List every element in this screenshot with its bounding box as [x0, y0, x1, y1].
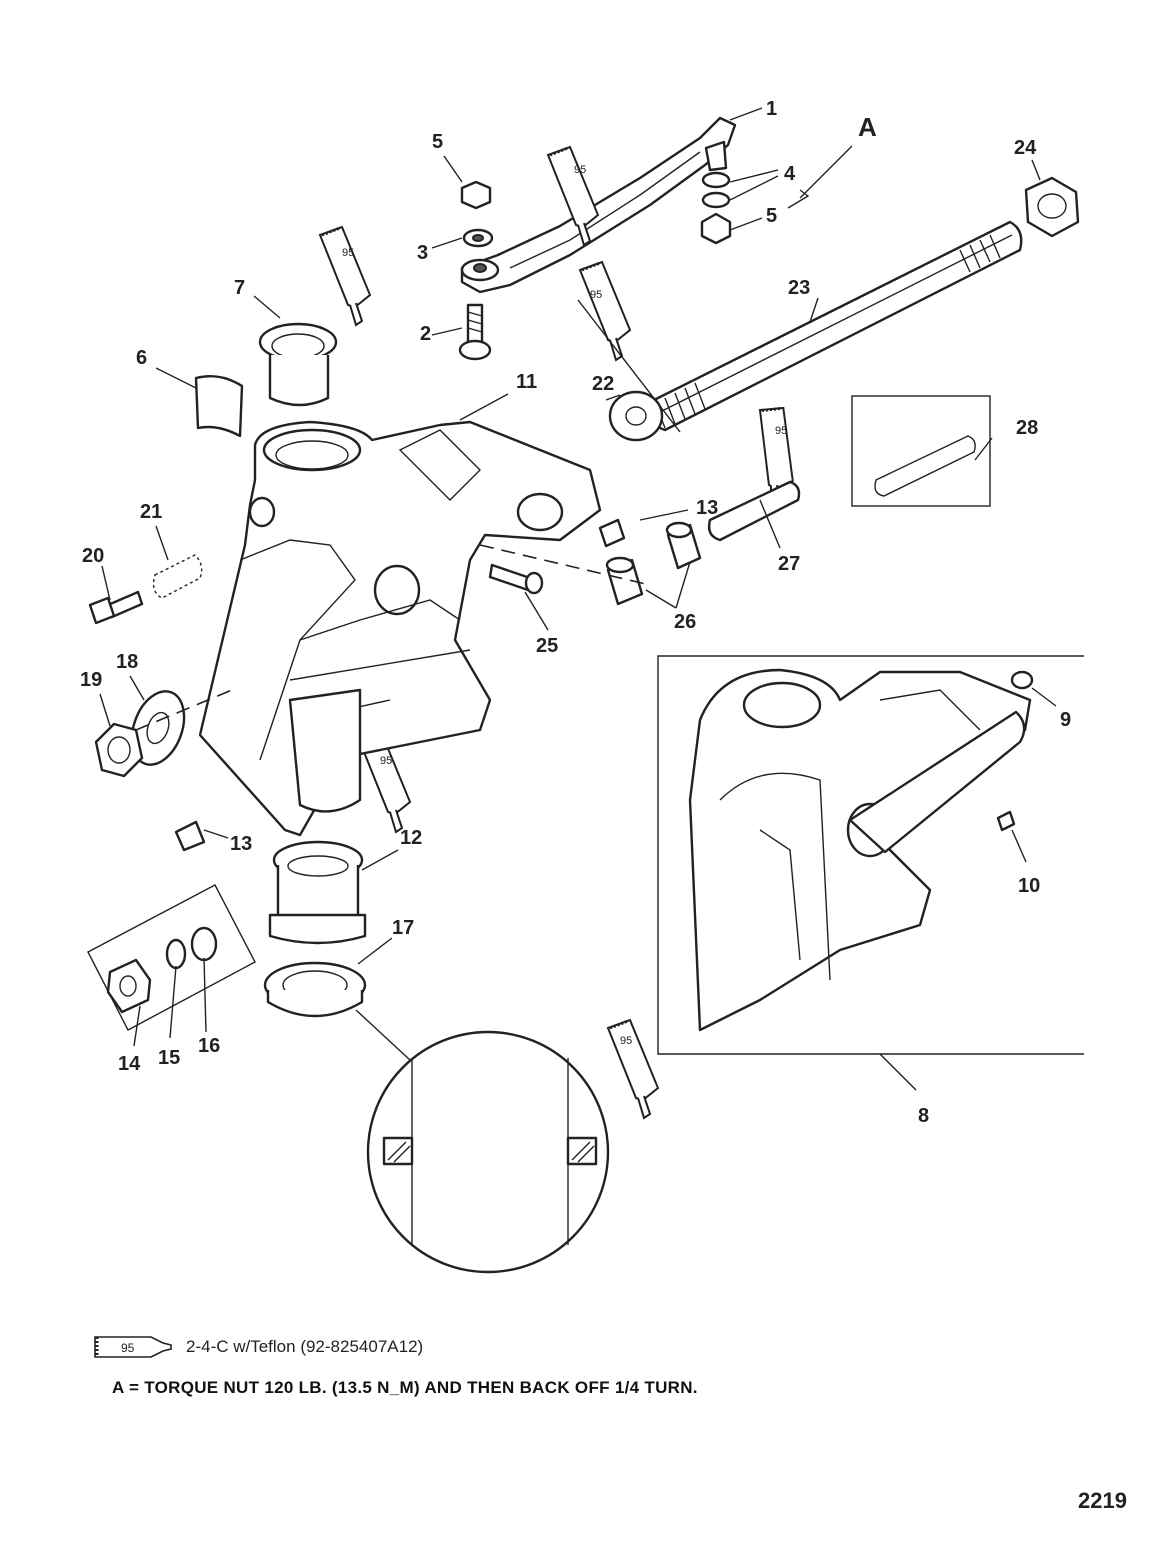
spacer-21	[152, 554, 203, 599]
callout-9: 9	[1060, 709, 1071, 731]
washer-3	[462, 228, 494, 248]
screw-2	[458, 303, 492, 361]
callout-8: 8	[918, 1105, 929, 1127]
callout-12: 12	[400, 827, 422, 849]
tube-label: 95	[380, 755, 392, 767]
callout-23: 23	[788, 277, 810, 299]
leader-lines	[99, 107, 1057, 1047]
seal-detail-circle	[355, 1009, 610, 1274]
grease-tube-icon: 95 95 95 95 95 95	[318, 145, 812, 1120]
callout-18: 18	[116, 651, 138, 673]
callout-28: 28	[1016, 417, 1038, 439]
shim-6	[194, 375, 244, 438]
grease-tube-legend-icon: 95	[94, 1336, 172, 1358]
pin-27	[707, 480, 801, 542]
callout-1: 1	[766, 98, 777, 120]
callout-15: 15	[158, 1047, 180, 1069]
callout-4: 4	[784, 163, 796, 185]
parts-14-15-16-box	[87, 884, 256, 1031]
svg-text:95: 95	[121, 1341, 135, 1355]
tube-label: 95	[574, 164, 586, 176]
washers-4-and-nut-5	[700, 171, 732, 245]
alignment-line	[135, 689, 233, 731]
callout-5: 5	[766, 205, 777, 227]
alignment-line	[479, 544, 651, 586]
callout-25: 25	[536, 635, 558, 657]
callout-20: 20	[82, 545, 104, 567]
grease-fitting-13-lower	[174, 820, 206, 852]
washer-18	[130, 690, 186, 766]
bushing-7	[258, 322, 338, 407]
figure-number: 2219	[1078, 1488, 1127, 1513]
callout-2: 2	[420, 323, 431, 345]
legend-label: 2-4-C w/Teflon (92-825407A12)	[186, 1337, 424, 1356]
callout-5: 5	[432, 131, 443, 153]
callout-11: 11	[516, 371, 537, 393]
bolt-25	[488, 563, 544, 595]
nut-19	[94, 722, 144, 778]
tube-label: 95	[590, 289, 602, 301]
grease-fitting-13-upper	[598, 518, 626, 548]
part-28-box	[851, 395, 991, 507]
bushings-26	[605, 521, 702, 606]
callout-21: 21	[140, 501, 162, 523]
washer-22	[608, 390, 664, 442]
callout-17: 17	[392, 917, 414, 939]
seal-17	[263, 961, 367, 1018]
callout-22: 22	[592, 373, 614, 395]
callout-27: 27	[778, 553, 800, 575]
tube-label: 95	[775, 425, 787, 437]
callout-10: 10	[1018, 875, 1040, 897]
bushing-12	[268, 840, 367, 945]
bolt-20	[88, 590, 144, 625]
swivel-bracket-11	[198, 420, 602, 837]
callout-13: 13	[696, 497, 718, 519]
callout-13: 13	[230, 833, 252, 855]
nut-5-upper	[460, 180, 492, 210]
callout-24: 24	[1014, 137, 1037, 159]
nut-24	[1024, 176, 1080, 238]
callout-numbers: 1 2 3 4 5 5 6 7 8 9 10 11 12 13 13 14 15…	[80, 98, 1071, 1127]
callout-19: 19	[80, 669, 102, 691]
callout-16: 16	[198, 1035, 220, 1057]
callout-7: 7	[234, 277, 245, 299]
callout-3: 3	[417, 242, 428, 264]
tube-label: 95	[342, 247, 354, 259]
callout-a: A	[858, 112, 877, 142]
tube-label: 95	[620, 1035, 632, 1047]
callout-14: 14	[118, 1053, 141, 1075]
tilt-tube-23	[648, 220, 1023, 432]
callout-6: 6	[136, 347, 147, 369]
swivel-assembly-inset-8	[657, 655, 1084, 1091]
torque-note: A = TORQUE NUT 120 LB. (13.5 N_M) AND TH…	[112, 1378, 698, 1397]
callout-26: 26	[674, 611, 696, 633]
